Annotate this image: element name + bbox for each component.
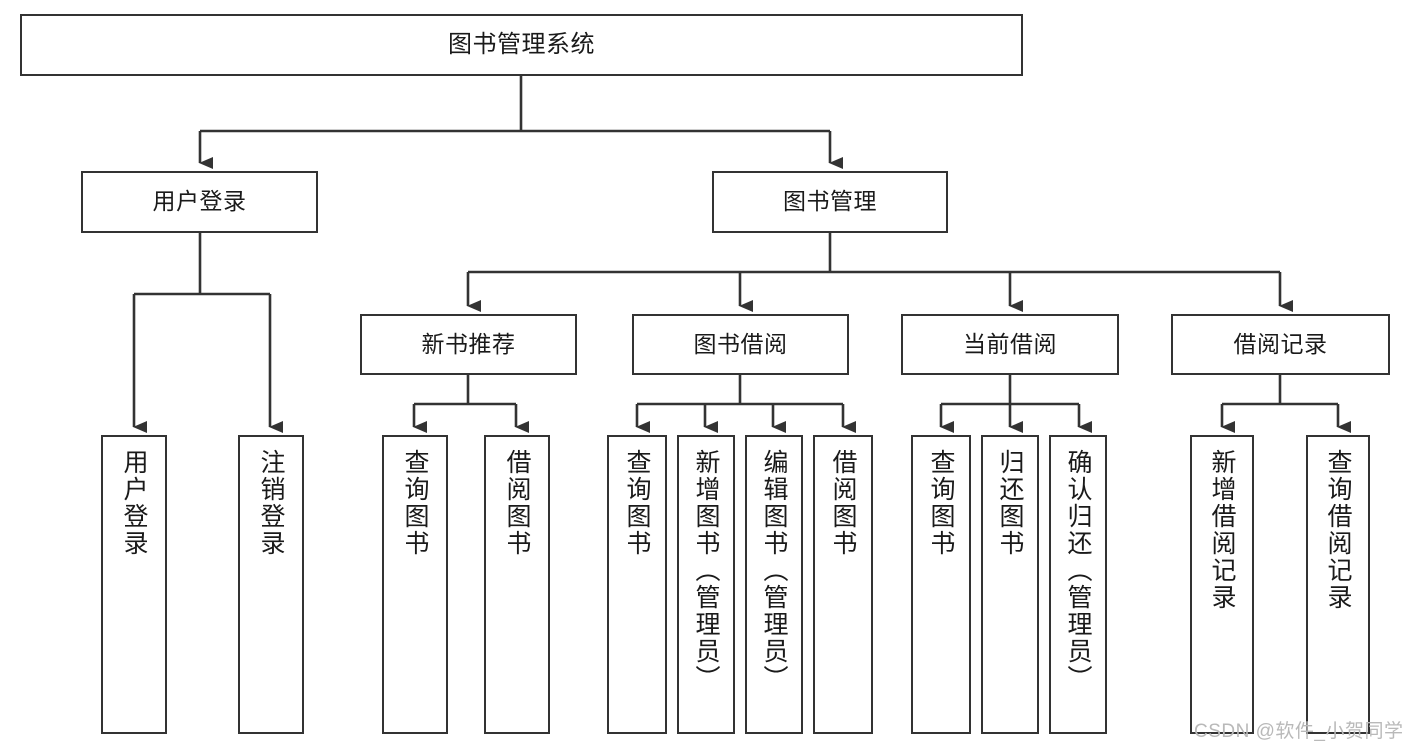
- leaf-query-book-current[interactable]: 查询图书: [911, 435, 971, 734]
- node-label: 新增借阅记录: [1208, 449, 1236, 611]
- node-label: 查询图书: [401, 449, 429, 557]
- csdn-watermark: CSDN @软件_小贺同学: [1194, 721, 1404, 742]
- leaf-query-borrow-record[interactable]: 查询借阅记录: [1306, 435, 1370, 734]
- node-label: 编辑图书（管理员）: [760, 449, 788, 692]
- node-book-management[interactable]: 图书管理: [712, 171, 948, 233]
- node-label: 借阅图书: [829, 449, 857, 557]
- node-label: 图书借阅: [693, 330, 788, 357]
- leaf-borrow-book[interactable]: 借阅图书: [813, 435, 873, 734]
- node-label: 查询图书: [927, 449, 955, 557]
- leaf-user-login[interactable]: 用户登录: [101, 435, 167, 734]
- leaf-add-book-admin[interactable]: 新增图书（管理员）: [677, 435, 735, 734]
- leaf-return-book[interactable]: 归还图书: [981, 435, 1039, 734]
- node-label: 确认归还（管理员）: [1064, 449, 1092, 692]
- node-label: 借阅记录: [1233, 330, 1328, 357]
- leaf-query-book-borrow[interactable]: 查询图书: [607, 435, 667, 734]
- node-label: 用户登录: [152, 188, 247, 215]
- node-label: 查询图书: [623, 449, 651, 557]
- leaf-confirm-return-admin[interactable]: 确认归还（管理员）: [1049, 435, 1107, 734]
- node-label: 注销登录: [257, 449, 285, 557]
- leaf-edit-book-admin[interactable]: 编辑图书（管理员）: [745, 435, 803, 734]
- node-book-borrow[interactable]: 图书借阅: [632, 314, 849, 375]
- leaf-query-book-newbook[interactable]: 查询图书: [382, 435, 448, 734]
- leaf-logout[interactable]: 注销登录: [238, 435, 304, 734]
- node-label: 图书管理系统: [448, 30, 595, 58]
- node-current-borrow[interactable]: 当前借阅: [901, 314, 1119, 375]
- node-label: 查询借阅记录: [1324, 449, 1352, 611]
- leaf-borrow-book-newbook[interactable]: 借阅图书: [484, 435, 550, 734]
- node-new-book-recommend[interactable]: 新书推荐: [360, 314, 577, 375]
- node-label: 图书管理: [783, 188, 877, 215]
- node-label: 归还图书: [996, 449, 1024, 557]
- node-label: 新增图书（管理员）: [692, 449, 720, 692]
- node-user-login[interactable]: 用户登录: [81, 171, 318, 233]
- node-label: 新书推荐: [421, 330, 516, 357]
- node-label: 用户登录: [120, 449, 148, 557]
- node-borrow-record[interactable]: 借阅记录: [1171, 314, 1390, 375]
- node-root-system[interactable]: 图书管理系统: [20, 14, 1023, 76]
- leaf-add-borrow-record[interactable]: 新增借阅记录: [1190, 435, 1254, 734]
- node-label: 借阅图书: [503, 449, 531, 557]
- node-label: 当前借阅: [963, 330, 1057, 357]
